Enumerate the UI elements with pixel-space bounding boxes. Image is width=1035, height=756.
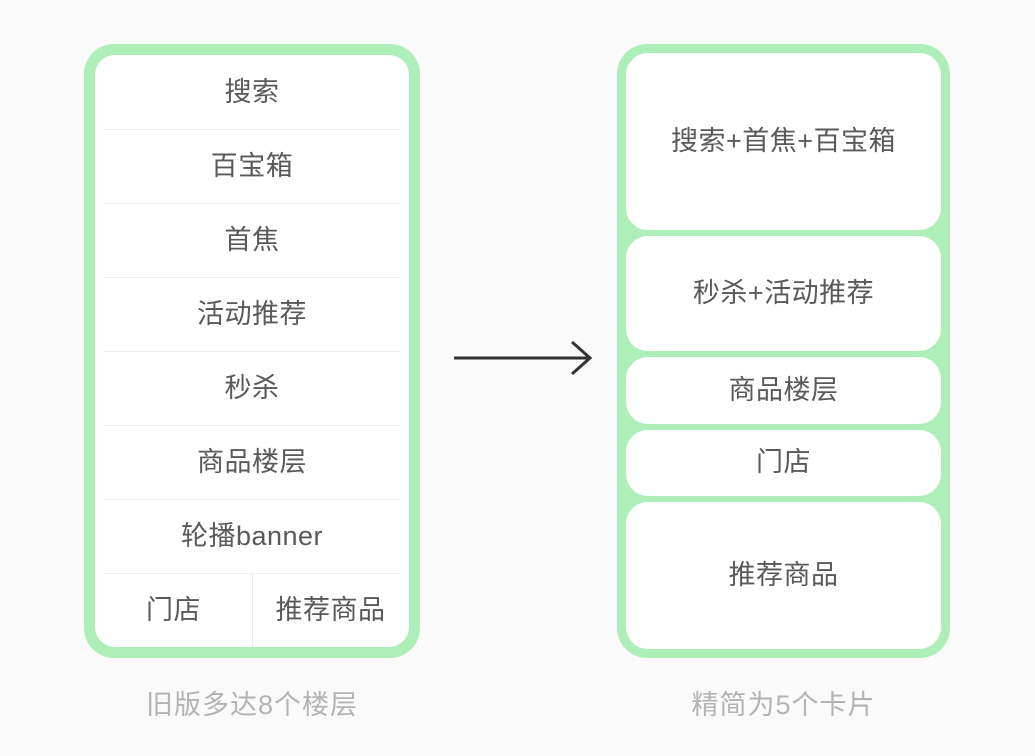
new-version-caption: 精简为5个卡片 (691, 690, 876, 720)
old-floor-row: 百宝箱 (95, 129, 409, 203)
new-card-label: 商品楼层 (728, 375, 839, 406)
new-card: 商品楼层 (626, 357, 941, 425)
old-floor-label: 轮播banner (180, 520, 324, 551)
old-floor-label: 商品楼层 (197, 446, 307, 477)
new-card: 搜索+首焦+百宝箱 (626, 53, 941, 230)
new-card-label: 搜索+首焦+百宝箱 (670, 125, 897, 156)
old-floor-label: 搜索 (224, 76, 280, 107)
old-floor-row: 秒杀 (95, 351, 409, 425)
new-card: 秒杀+活动推荐 (626, 235, 941, 352)
old-version-panel: 搜索 百宝箱 首焦 活动推荐 秒杀 商品楼层 轮播banner (84, 44, 420, 658)
new-version-panel: 搜索+首焦+百宝箱 秒杀+活动推荐 商品楼层 门店 推荐商品 (617, 44, 950, 658)
old-floor-row: 轮播banner (95, 499, 409, 573)
new-card-label: 秒杀+活动推荐 (692, 277, 875, 308)
rightwards-arrow-icon (452, 335, 597, 381)
new-card: 推荐商品 (626, 501, 941, 650)
old-floor-row: 搜索 (95, 55, 409, 129)
old-floor-label: 活动推荐 (197, 298, 307, 329)
old-floor-row: 活动推荐 (95, 277, 409, 351)
old-version-screen: 搜索 百宝箱 首焦 活动推荐 秒杀 商品楼层 轮播banner (95, 55, 409, 647)
old-floor-label: 门店 (146, 594, 201, 625)
old-floor-label: 秒杀 (224, 372, 280, 403)
new-card-label: 门店 (756, 447, 811, 478)
old-floor-label: 推荐商品 (275, 594, 386, 625)
new-card: 门店 (626, 430, 941, 496)
old-version-caption: 旧版多达8个楼层 (145, 690, 359, 720)
old-floor-cell-left: 门店 (95, 573, 252, 647)
old-floor-row: 首焦 (95, 203, 409, 277)
old-floor-cell-right: 推荐商品 (252, 573, 409, 647)
old-floor-row-split: 门店 推荐商品 (95, 573, 409, 647)
old-floor-label: 百宝箱 (210, 150, 294, 181)
old-floor-label: 首焦 (224, 224, 280, 255)
old-floor-row: 商品楼层 (95, 425, 409, 499)
new-card-label: 推荐商品 (728, 559, 839, 590)
